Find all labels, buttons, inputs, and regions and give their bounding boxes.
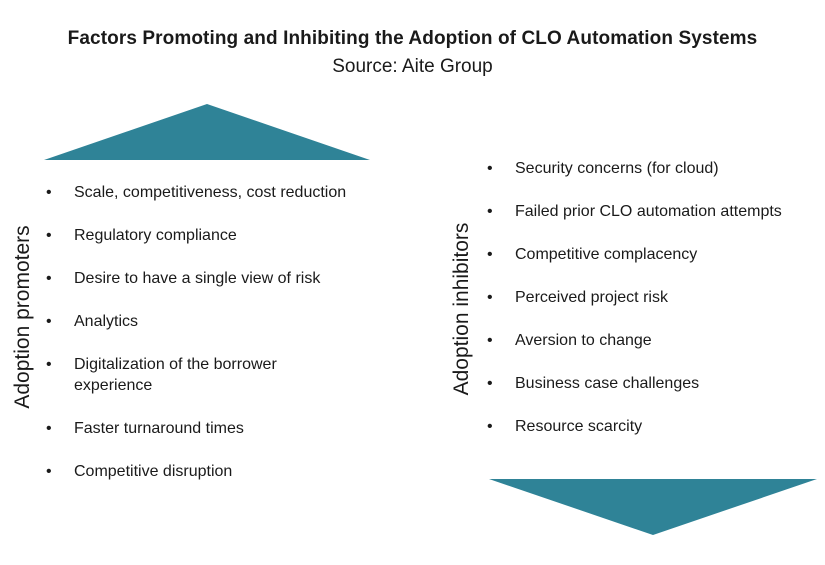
promoter-text: Desire to have a single view of risk (74, 270, 321, 287)
list-item: • Security concerns (for cloud) (487, 158, 817, 179)
promoters-list: •Scale, competitiveness, cost reduction … (46, 182, 376, 504)
up-triangle-icon (44, 104, 370, 160)
bullet-icon: • (487, 289, 493, 306)
list-item: • Perceived project risk (487, 287, 817, 308)
bullet-icon: • (487, 160, 493, 177)
list-item: • Digitalization of the borrower experien… (46, 354, 376, 396)
bullet-icon: • (46, 356, 52, 373)
inhibitor-text: Business case challenges (515, 375, 700, 392)
diagram-subtitle: Source: Aite Group (332, 56, 493, 77)
inhibitor-text: Failed prior CLO automation attempts (515, 203, 782, 220)
inhibitors-list: • Security concerns (for cloud) • Failed p… (487, 158, 817, 459)
inhibitor-text: Perceived project risk (515, 289, 668, 306)
bullet-icon: • (46, 270, 52, 287)
promoters-label: Adoption promoters (11, 225, 34, 409)
inhibitor-text: Competitive complacency (515, 246, 698, 263)
bullet-icon: • (487, 375, 493, 392)
inhibitor-text: Resource scarcity (515, 418, 643, 435)
down-triangle-icon (489, 479, 817, 535)
list-item: • Competitive disruption (46, 461, 376, 482)
list-item: • Scale, competitiveness, cost reduction (46, 182, 376, 203)
diagram-title: Factors Promoting and Inhibiting the Ado… (67, 28, 758, 49)
bullet-icon: • (487, 418, 493, 435)
bullet-icon: • (46, 227, 52, 244)
inhibitor-text: Security concerns (for cloud) (515, 160, 719, 177)
list-item: • Faster turnaround times (46, 418, 376, 439)
bullet-icon: • (487, 332, 493, 349)
promoter-text: Competitive disruption (74, 463, 233, 480)
inhibitors-label: Adoption inhibitors (450, 222, 473, 396)
bullet-icon: • (46, 184, 52, 201)
list-item: • Business case challenges (487, 373, 817, 394)
promoter-text: Scale, competitiveness, cost reduction (74, 184, 347, 201)
promoter-text: Digitalization of the borrower experienc… (74, 356, 277, 394)
bullet-icon: • (46, 420, 52, 437)
promoter-text: Faster turnaround times (74, 420, 244, 437)
list-item: • Aversion to change (487, 330, 817, 351)
promoter-text: Analytics (74, 313, 139, 330)
list-item: • Competitive complacency (487, 244, 817, 265)
list-item: • Regulatory compliance (46, 225, 376, 246)
inhibitor-text: Aversion to change (515, 332, 652, 349)
bullet-icon: • (46, 313, 52, 330)
promoter-text: Regulatory compliance (74, 227, 237, 244)
list-item: • Analytics (46, 311, 376, 332)
bullet-icon: • (487, 246, 493, 263)
list-item: • Failed prior CLO automation attempts (487, 201, 817, 222)
bullet-icon: • (46, 463, 52, 480)
list-item: • Desire to have a single view of risk (46, 268, 376, 289)
list-item: • Resource scarcity (487, 416, 817, 437)
bullet-icon: • (487, 203, 493, 220)
